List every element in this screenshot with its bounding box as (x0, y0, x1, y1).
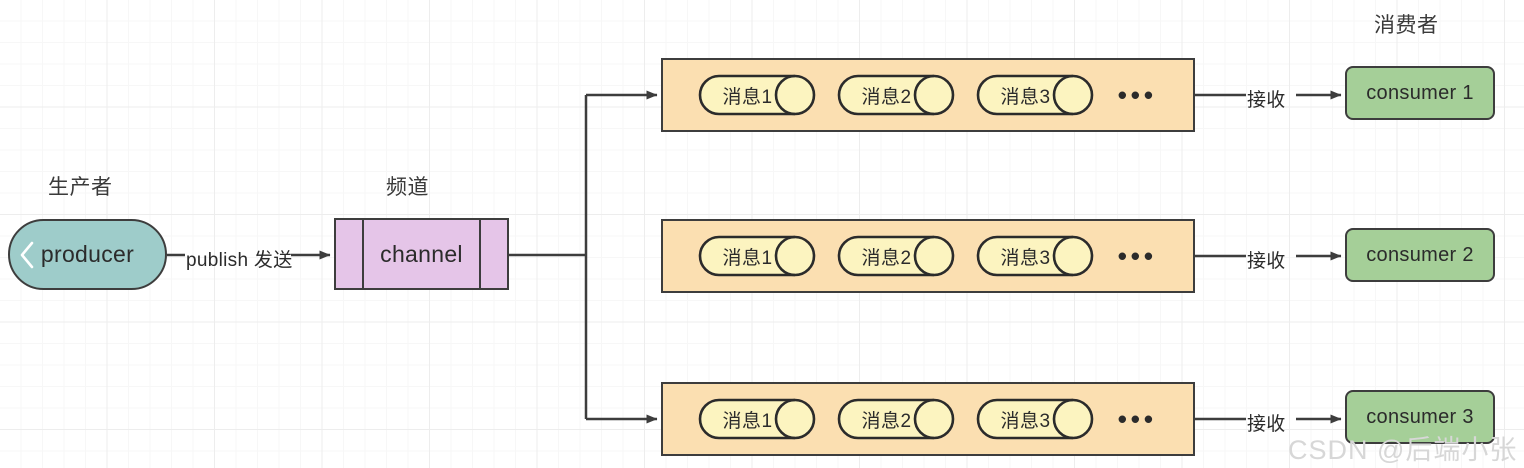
cylinder-icon (837, 74, 955, 116)
consumer-label: consumer 3 (1366, 405, 1474, 428)
section-title-producer: 生产者 (48, 176, 113, 199)
message-queue-1: 消息1 消息2 消息3 ••• (661, 58, 1195, 132)
message-label: 消息1 (722, 410, 773, 432)
channel-divider-left (362, 220, 364, 288)
chevron-left-icon (20, 241, 34, 268)
cylinder-icon (837, 235, 955, 277)
edge-label-receive-1: 接收 (1247, 90, 1286, 111)
consumer-node-3[interactable]: consumer 3 (1345, 390, 1495, 444)
message-item[interactable]: 消息1 (698, 74, 817, 116)
message-item[interactable]: 消息2 (837, 74, 956, 116)
message-label: 消息3 (1000, 86, 1051, 108)
message-label: 消息2 (861, 410, 912, 432)
message-queue-2: 消息1 消息2 消息3 ••• (661, 219, 1195, 293)
overflow-ellipsis: ••• (1117, 404, 1157, 434)
cylinder-icon (976, 235, 1094, 277)
consumer-node-1[interactable]: consumer 1 (1345, 66, 1495, 120)
message-label: 消息2 (861, 86, 912, 108)
cylinder-icon (698, 235, 816, 277)
section-title-channel: 频道 (386, 176, 429, 199)
message-item[interactable]: 消息3 (976, 74, 1095, 116)
channel-label: channel (380, 240, 463, 267)
message-label: 消息1 (722, 247, 773, 269)
message-item[interactable]: 消息3 (976, 235, 1095, 277)
cylinder-icon (976, 74, 1094, 116)
edge-label-receive-2: 接收 (1247, 251, 1286, 272)
overflow-ellipsis: ••• (1117, 241, 1157, 271)
message-label: 消息3 (1000, 410, 1051, 432)
section-title-consumer: 消费者 (1374, 14, 1439, 37)
consumer-label: consumer 1 (1366, 81, 1474, 104)
message-item[interactable]: 消息1 (698, 235, 817, 277)
message-item[interactable]: 消息2 (837, 398, 956, 440)
producer-node[interactable]: producer (8, 219, 167, 290)
cylinder-icon (976, 398, 1094, 440)
message-label: 消息3 (1000, 247, 1051, 269)
message-label: 消息2 (861, 247, 912, 269)
message-item[interactable]: 消息2 (837, 235, 956, 277)
watermark: CSDN @后端小张 (1288, 435, 1518, 465)
overflow-ellipsis: ••• (1117, 80, 1157, 110)
producer-label: producer (40, 241, 135, 267)
cylinder-icon (698, 398, 816, 440)
message-queue-3: 消息1 消息2 消息3 ••• (661, 382, 1195, 456)
message-item[interactable]: 消息1 (698, 398, 817, 440)
channel-divider-right (479, 220, 481, 288)
cylinder-icon (837, 398, 955, 440)
consumer-node-2[interactable]: consumer 2 (1345, 228, 1495, 282)
consumer-label: consumer 2 (1366, 243, 1474, 266)
message-item[interactable]: 消息3 (976, 398, 1095, 440)
cylinder-icon (698, 74, 816, 116)
edge-label-publish: publish 发送 (186, 250, 293, 271)
message-label: 消息1 (722, 86, 773, 108)
channel-node[interactable]: channel (334, 218, 509, 290)
edge-label-receive-3: 接收 (1247, 414, 1286, 435)
